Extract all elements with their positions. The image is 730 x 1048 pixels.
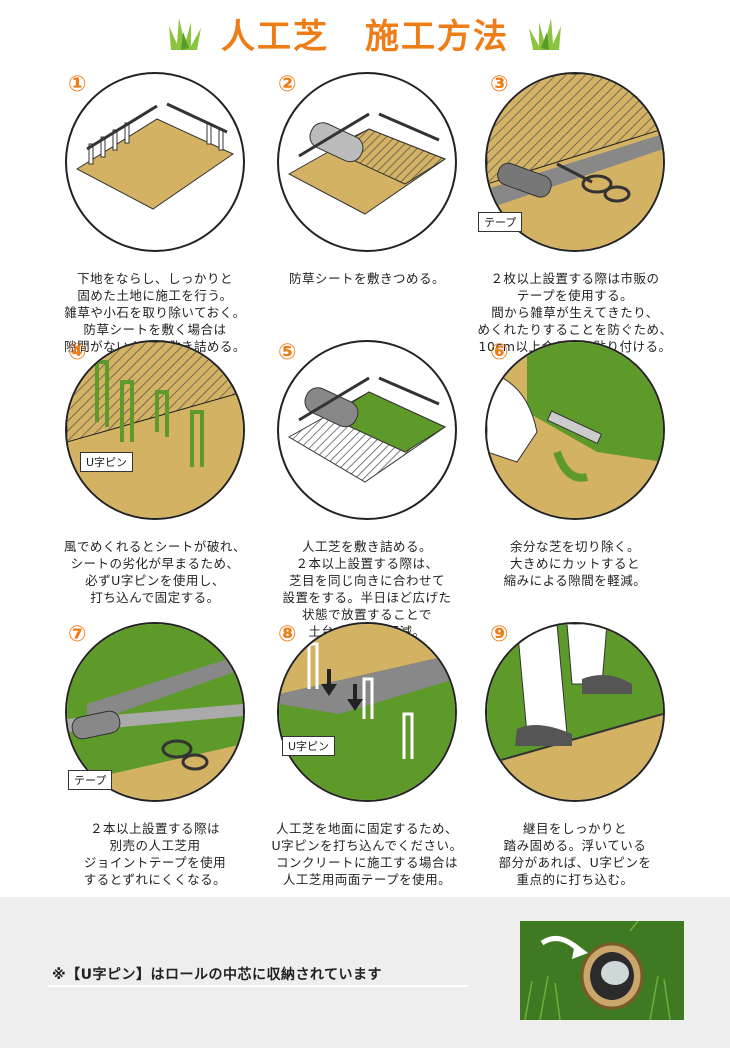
step-number: ⑧ bbox=[278, 622, 297, 647]
step-4-illustration bbox=[65, 340, 245, 520]
step-number: ① bbox=[68, 72, 87, 97]
step-4-caption: 風でめくれるとシートが破れ、 シートの劣化が早まるため、 必ずU字ピンを使用し、… bbox=[63, 539, 247, 605]
step-number: ⑥ bbox=[490, 340, 509, 365]
grass-icon bbox=[529, 18, 561, 50]
step-8: ⑧ U字ピン 人工芝を地面に固定するため、 U字ピンを打ち込んでください。 コン… bbox=[252, 622, 482, 888]
step-number: ⑤ bbox=[278, 340, 297, 365]
page-title: 人工芝 施工方法 bbox=[221, 16, 509, 57]
page-header: 人工芝 施工方法 bbox=[0, 8, 730, 58]
step-number: ⑨ bbox=[490, 622, 509, 647]
u-pin-storage-note: ※【U字ピン】はロールの中芯に収納されています bbox=[52, 967, 383, 983]
step-8-illustration bbox=[277, 622, 457, 802]
step-5-illustration bbox=[277, 340, 457, 520]
step-1-illustration bbox=[65, 72, 245, 252]
step-3-caption: ２枚以上設置する際は市販の テープを使用する。 間から雑草が生えてきたり、 めく… bbox=[477, 271, 673, 354]
step-number: ④ bbox=[68, 340, 87, 365]
tape-label: テープ bbox=[68, 770, 113, 790]
u-pin-label: U字ピン bbox=[282, 736, 336, 756]
step-6-illustration bbox=[485, 340, 665, 520]
step-4: ④ U字ピン 風でめくれるとシートが破れ、 シートの劣化が早まるため、 必ずU字… bbox=[40, 340, 270, 606]
tape-label: テープ bbox=[478, 212, 523, 232]
step-7: ⑦ テープ ２本以上設置する際は 別売の人工芝用 ジョイントテープを使用 すると… bbox=[40, 622, 270, 888]
step-number: ③ bbox=[490, 72, 509, 97]
roll-core-photo bbox=[520, 921, 684, 1020]
step-9-illustration bbox=[485, 622, 665, 802]
step-6: ⑥ 余分な芝を切り除く。 大きめにカットすると 縮みによる隙間を軽減。 bbox=[460, 340, 690, 589]
step-7-caption: ２本以上設置する際は 別売の人工芝用 ジョイントテープを使用 するとずれにくくな… bbox=[83, 821, 227, 887]
step-3: ③ テープ ２枚以上設置する際は市販の テープを使用する。 間から雑草が生えてき… bbox=[460, 72, 690, 355]
step-7-illustration bbox=[65, 622, 245, 802]
step-number: ⑦ bbox=[68, 622, 87, 647]
step-number: ② bbox=[278, 72, 297, 97]
step-2: ② 防草シートを敷きつめる。 bbox=[252, 72, 482, 287]
u-pin-label: U字ピン bbox=[80, 452, 134, 472]
step-1: ① 下地をならし、しっかりと 固めた土地に施工を行う。 雑草や小石を取り除いてお… bbox=[40, 72, 270, 355]
step-2-caption: 防草シートを敷きつめる。 bbox=[288, 271, 445, 286]
grass-icon bbox=[169, 18, 201, 50]
step-5: ⑤ 人工芝を敷き詰める。 ２本以上設置する際は、 芝目を同じ向きに合わせて 設置… bbox=[252, 340, 482, 640]
step-6-caption: 余分な芝を切り除く。 大きめにカットすると 縮みによる隙間を軽減。 bbox=[503, 539, 647, 588]
step-9-caption: 継目をしっかりと 踏み固める。浮いている 部分があれば、U字ピンを 重点的に打ち… bbox=[498, 821, 652, 887]
step-9: ⑨ 継目をしっかりと 踏み固める。浮いている 部分があれば、U字ピンを 重点的に… bbox=[460, 622, 690, 888]
step-2-illustration bbox=[277, 72, 457, 252]
step-8-caption: 人工芝を地面に固定するため、 U字ピンを打ち込んでください。 コンクリートに施工… bbox=[271, 821, 463, 887]
note-underline bbox=[48, 985, 468, 987]
